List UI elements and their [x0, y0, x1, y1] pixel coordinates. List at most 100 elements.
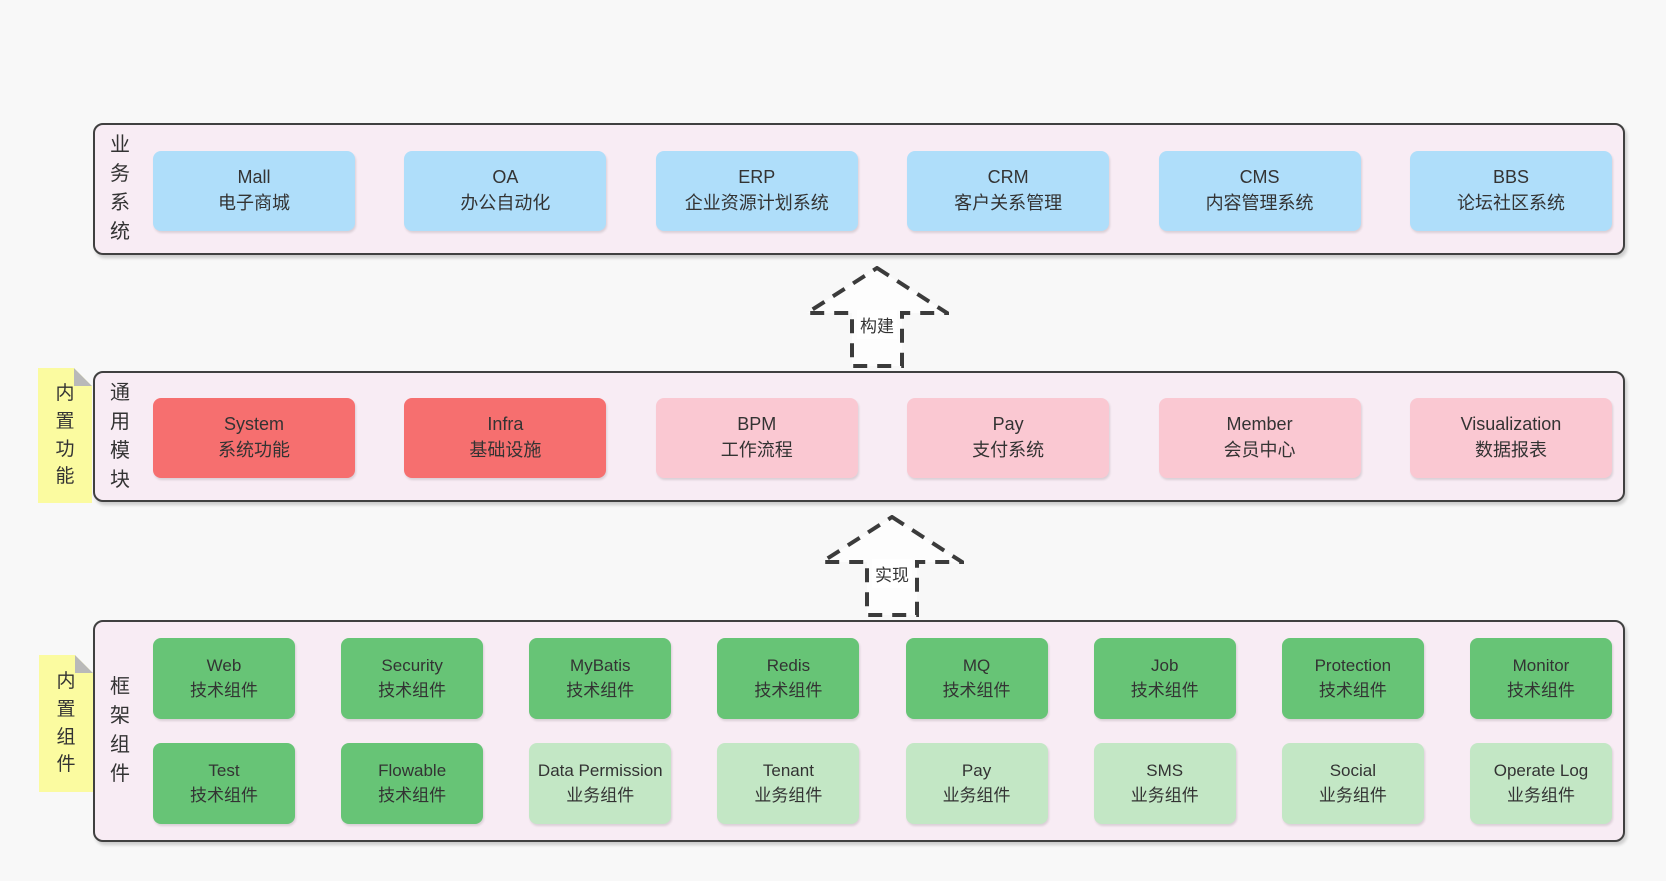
box-subtitle-zh: 技术组件: [1318, 680, 1387, 700]
note-fold-icon: [74, 368, 92, 386]
box-title-en: Web: [206, 656, 242, 676]
box-social: Social 业务组件: [1281, 743, 1424, 824]
box-system: System 系统功能: [153, 398, 355, 478]
note-fold-icon: [75, 655, 93, 673]
arrow-build-label: 构建: [857, 310, 897, 339]
band-common-modules: 通用模块 System 系统功能 Infra 基础设施 BPM 工作流程 Pay…: [93, 371, 1625, 502]
box-subtitle-zh: 业务组件: [1318, 785, 1387, 805]
box-title-en: Member: [1226, 414, 1293, 435]
box-title-en: Tenant: [762, 761, 814, 781]
box-title-en: BBS: [1492, 167, 1529, 188]
band-business-label: 业务系统: [110, 134, 130, 243]
box-title-en: Redis: [766, 656, 811, 676]
box-subtitle-zh: 技术组件: [1130, 680, 1199, 700]
box-cms: CMS 内容管理系统: [1158, 151, 1361, 231]
box-crm: CRM 客户关系管理: [907, 151, 1110, 231]
box-subtitle-zh: 工作流程: [720, 440, 793, 460]
box-protection: Protection 技术组件: [1281, 638, 1424, 719]
box-tenant: Tenant 业务组件: [717, 743, 860, 824]
box-title-en: SMS: [1146, 761, 1184, 781]
box-subtitle-zh: 客户关系管理: [954, 193, 1063, 213]
box-subtitle-zh: 企业资源计划系统: [684, 193, 829, 213]
band-business-systems: 业务系统 Mall 电子商城 OA 办公自动化 ERP 企业资源计划系统 CRM…: [93, 123, 1625, 255]
box-subtitle-zh: 论坛社区系统: [1456, 193, 1565, 213]
box-subtitle-zh: 会员中心: [1223, 440, 1296, 460]
box-monitor: Monitor 技术组件: [1469, 638, 1612, 719]
box-subtitle-zh: 电子商城: [218, 193, 290, 213]
band-framework-components: 框架组件 Web 技术组件 Security 技术组件 MyBatis 技术组件…: [93, 620, 1625, 842]
box-mq: MQ 技术组件: [905, 638, 1048, 719]
band-modules-label: 通用模块: [110, 381, 130, 491]
box-title-en: Operate Log: [1493, 761, 1589, 781]
box-subtitle-zh: 技术组件: [1506, 680, 1575, 700]
box-title-en: CRM: [987, 167, 1029, 188]
box-title-en: Job: [1150, 656, 1179, 676]
box-subtitle-zh: 技术组件: [754, 680, 823, 700]
box-mall: Mall 电子商城: [153, 151, 355, 231]
box-subtitle-zh: 业务组件: [754, 785, 823, 805]
box-title-en: Mall: [237, 167, 271, 188]
box-subtitle-zh: 技术组件: [190, 680, 258, 700]
box-title-en: Data Permission: [537, 761, 663, 781]
box-pay: Pay 支付系统: [907, 398, 1110, 478]
box-mybatis: MyBatis 技术组件: [529, 638, 672, 719]
box-title-en: Pay: [992, 414, 1024, 435]
box-bbs: BBS 论坛社区系统: [1409, 151, 1612, 231]
box-subtitle-zh: 技术组件: [378, 785, 447, 805]
box-title-en: Monitor: [1512, 656, 1570, 676]
box-title-en: Visualization: [1460, 414, 1562, 435]
box-bpm: BPM 工作流程: [655, 398, 858, 478]
box-subtitle-zh: 业务组件: [1130, 785, 1199, 805]
note-text: 内置功能: [55, 383, 75, 488]
band-components-label: 框架组件: [110, 676, 130, 785]
box-subtitle-zh: 内容管理系统: [1205, 193, 1314, 213]
note-text: 内置组件: [56, 671, 76, 776]
box-job: Job 技术组件: [1093, 638, 1236, 719]
box-subtitle-zh: 业务组件: [942, 785, 1011, 805]
box-sms: SMS 业务组件: [1093, 743, 1236, 824]
box-subtitle-zh: 支付系统: [972, 440, 1045, 460]
components-row-2: Test 技术组件 Flowable 技术组件 Data Permission …: [153, 743, 1612, 824]
box-flowable: Flowable 技术组件: [341, 743, 484, 824]
modules-box-row: System 系统功能 Infra 基础设施 BPM 工作流程 Pay 支付系统…: [153, 398, 1612, 478]
sticky-note-built-in-components: 内置组件: [39, 655, 93, 792]
box-subtitle-zh: 业务组件: [1506, 785, 1575, 805]
box-data-permission: Data Permission 业务组件: [529, 743, 672, 824]
box-title-en: Protection: [1314, 656, 1392, 676]
box-test: Test 技术组件: [153, 743, 295, 824]
box-subtitle-zh: 办公自动化: [460, 193, 551, 213]
box-subtitle-zh: 技术组件: [378, 680, 447, 700]
box-title-en: ERP: [738, 167, 776, 188]
box-title-en: CMS: [1239, 167, 1280, 188]
box-title-en: Test: [208, 761, 240, 781]
box-operate-log: Operate Log 业务组件: [1469, 743, 1612, 824]
box-security: Security 技术组件: [341, 638, 484, 719]
business-box-row: Mall 电子商城 OA 办公自动化 ERP 企业资源计划系统 CRM 客户关系…: [153, 151, 1612, 231]
components-row-1: Web 技术组件 Security 技术组件 MyBatis 技术组件 Redi…: [153, 638, 1612, 719]
box-title-en: Pay: [961, 761, 992, 781]
box-title-en: Security: [381, 656, 443, 676]
box-subtitle-zh: 数据报表: [1474, 440, 1547, 460]
box-title-en: OA: [492, 167, 519, 188]
box-title-en: BPM: [737, 414, 777, 435]
box-erp: ERP 企业资源计划系统: [655, 151, 858, 231]
box-title-en: MyBatis: [570, 656, 631, 676]
box-oa: OA 办公自动化: [404, 151, 607, 231]
sticky-note-built-in-functions: 内置功能: [38, 368, 92, 503]
box-member: Member 会员中心: [1158, 398, 1361, 478]
box-subtitle-zh: 技术组件: [942, 680, 1011, 700]
box-visualization: Visualization 数据报表: [1409, 398, 1612, 478]
box-pay-biz: Pay 业务组件: [905, 743, 1048, 824]
box-title-en: Social: [1329, 761, 1376, 781]
box-subtitle-zh: 技术组件: [566, 680, 635, 700]
box-subtitle-zh: 系统功能: [218, 440, 290, 460]
box-title-en: Infra: [487, 414, 524, 435]
box-subtitle-zh: 技术组件: [190, 785, 258, 805]
box-subtitle-zh: 业务组件: [566, 785, 635, 805]
box-subtitle-zh: 基础设施: [469, 440, 542, 460]
arrow-build: 构建: [805, 266, 949, 368]
arrow-implement: 实现: [820, 515, 964, 617]
box-web: Web 技术组件: [153, 638, 295, 719]
arrow-implement-label: 实现: [872, 559, 912, 588]
